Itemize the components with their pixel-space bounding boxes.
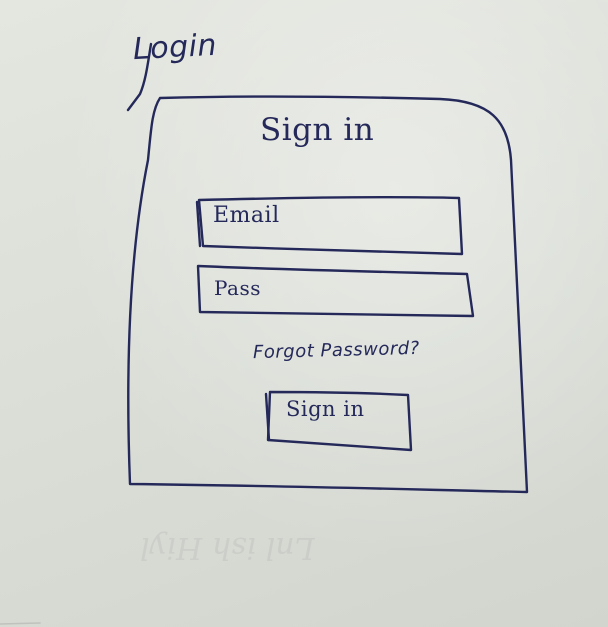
page-title: Login xyxy=(132,27,218,68)
login-title-tick xyxy=(126,42,153,112)
password-field-outline xyxy=(196,264,475,318)
forgot-password-link[interactable]: Forgot Password? xyxy=(252,337,420,364)
email-field-outline xyxy=(197,195,464,256)
card-heading: Sign in xyxy=(260,112,375,148)
signin-button-label: Sign in xyxy=(286,397,365,421)
password-field-placeholder: Pass xyxy=(214,276,262,300)
ghost-writing: Lnl ish Hiyl xyxy=(140,530,315,565)
signin-button-outline xyxy=(266,390,413,452)
login-card-outline xyxy=(127,95,529,494)
page-bottom-line xyxy=(0,622,41,625)
email-field-placeholder: Email xyxy=(213,203,280,228)
